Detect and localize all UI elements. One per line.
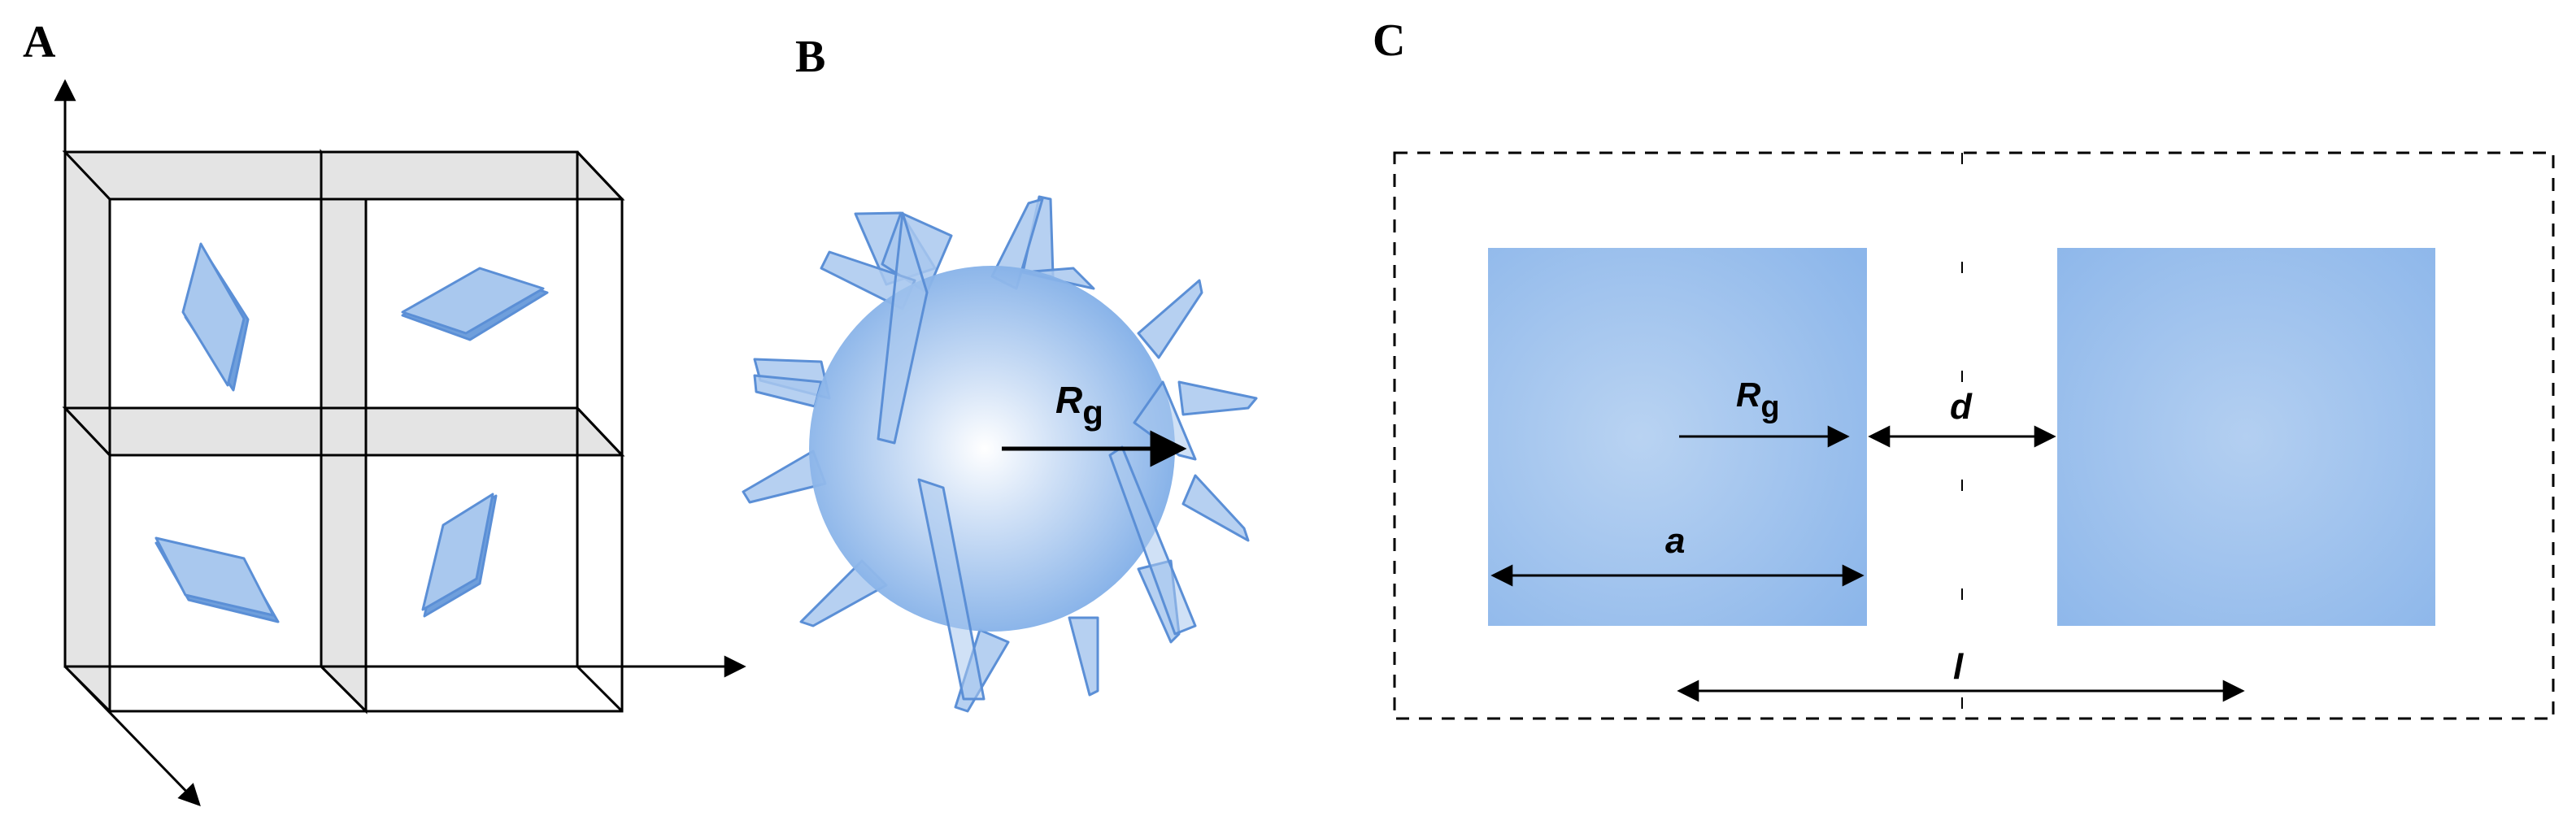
panel-c: C Rg d a l xyxy=(1373,15,2555,720)
platelet xyxy=(1108,445,1197,636)
radius-label: Rg xyxy=(1055,379,1103,432)
width-label: a xyxy=(1665,521,1685,561)
platelet xyxy=(877,211,929,445)
particle-square-right xyxy=(2057,248,2435,626)
radius-label: Rg xyxy=(1736,376,1780,424)
gap-label: d xyxy=(1950,387,1973,427)
platelet xyxy=(181,242,250,392)
panel-a-label: A xyxy=(23,17,56,67)
platelet xyxy=(154,536,280,623)
platelet xyxy=(1137,279,1203,359)
platelet xyxy=(753,374,823,408)
cube-face xyxy=(62,406,625,457)
panel-a: A xyxy=(23,17,746,806)
panel-b-label: B xyxy=(795,32,825,82)
platelet xyxy=(421,493,498,618)
panel-b: B Rg xyxy=(742,32,1258,713)
platelet-particles xyxy=(154,242,549,623)
cube-edge xyxy=(320,665,368,713)
cube-edge xyxy=(576,150,624,201)
cube-edge xyxy=(576,665,624,713)
cube-face xyxy=(62,150,625,201)
platelet xyxy=(1068,616,1099,697)
cube-edge xyxy=(63,406,111,457)
platelet xyxy=(401,267,549,341)
period-label: l xyxy=(1953,647,1964,687)
cube-grid xyxy=(62,149,625,714)
panel-c-label: C xyxy=(1373,15,1405,66)
platelet xyxy=(917,478,986,701)
unit-cell-boundary xyxy=(1393,151,2555,720)
platelet xyxy=(1177,380,1258,416)
cube-edge xyxy=(576,406,624,457)
platelet xyxy=(1181,474,1250,542)
